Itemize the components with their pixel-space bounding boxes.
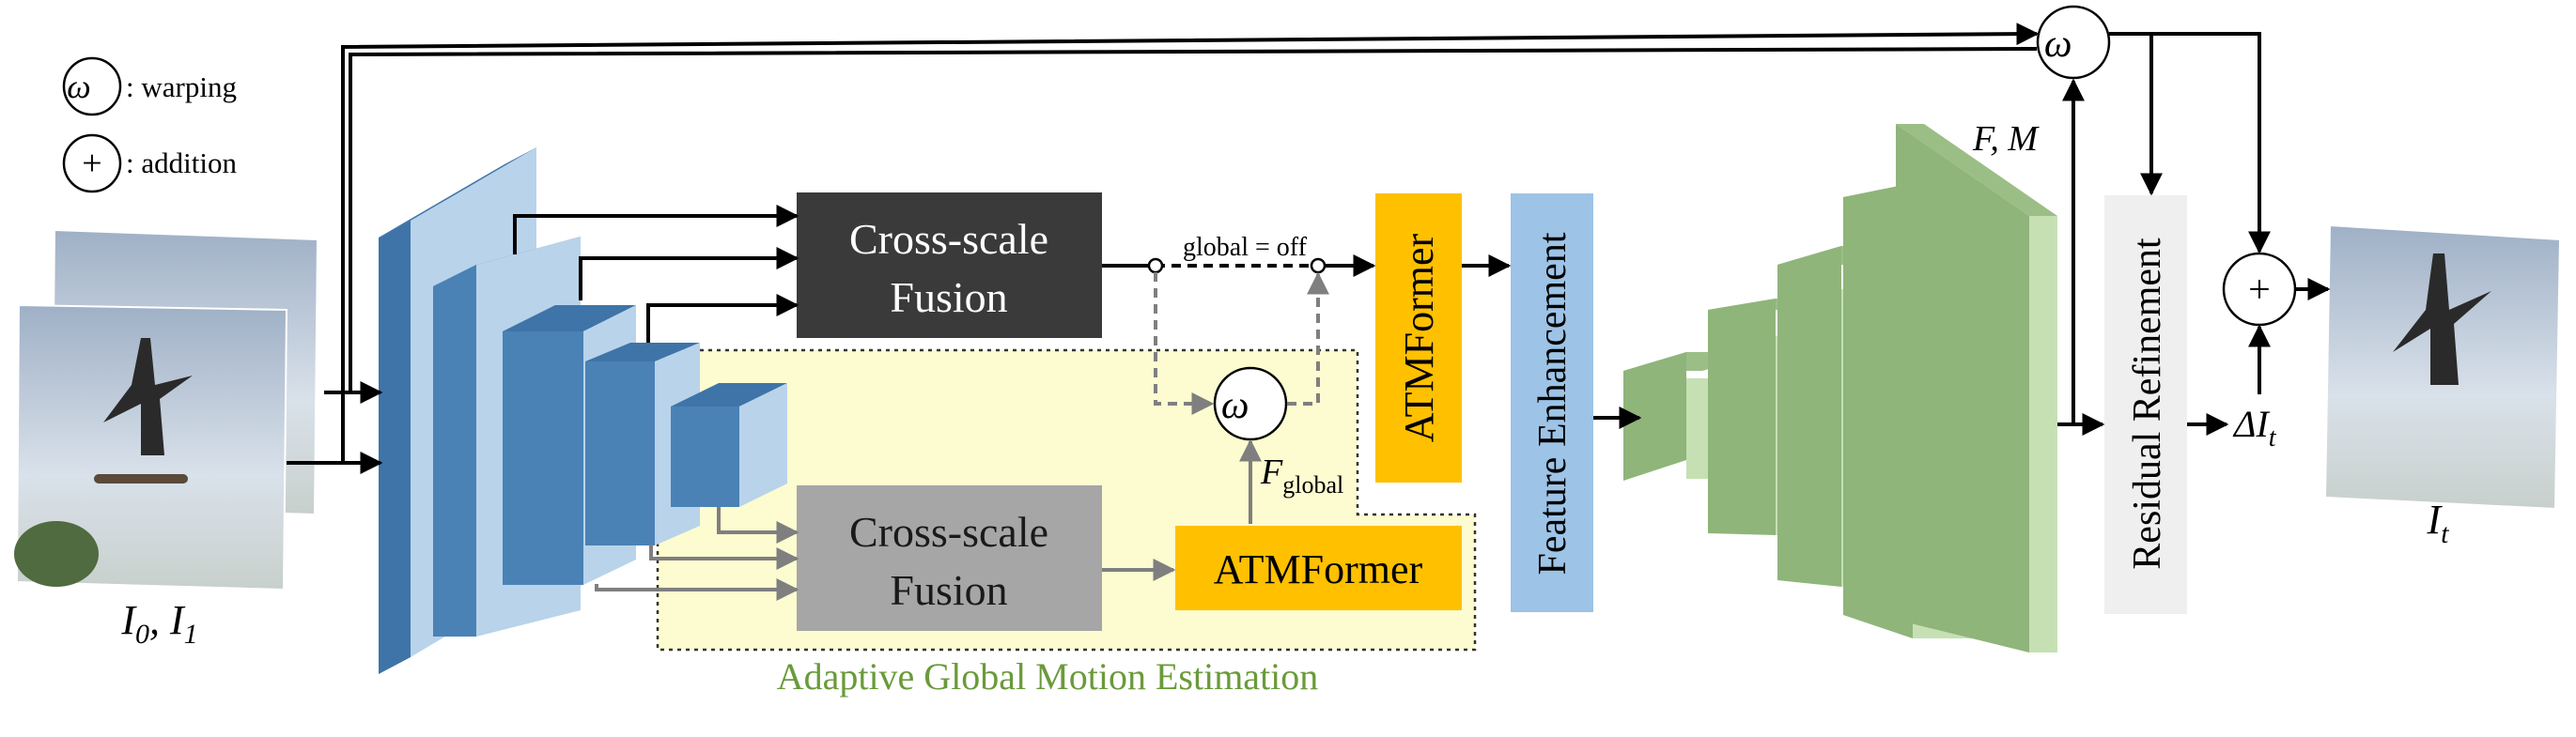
feature-enhancement-label: Feature Enhancement	[1531, 232, 1575, 575]
warp-op-top-symbol: ω⃖	[2044, 23, 2103, 66]
decoder-slab-1-side	[1623, 352, 1686, 481]
switch-node-left	[1147, 257, 1164, 274]
warp-op-global-symbol: ω⃖	[1221, 384, 1280, 427]
skater-figure-icon	[103, 338, 193, 455]
input-frames	[14, 228, 319, 591]
amge-title: Adaptive Global Motion Estimation	[777, 655, 1319, 698]
output-label: It	[2427, 497, 2450, 549]
add-legend-icon	[62, 133, 122, 193]
main-arrows	[287, 23, 2331, 474]
cross-scale-fusion-bottom-line2: Fusion	[890, 566, 1007, 614]
encoder-slab-4-top	[585, 343, 700, 361]
cross-scale-fusion-bottom-line1: Cross-scale	[849, 508, 1048, 556]
legend: ω⃖ : warping + : addition	[62, 56, 237, 193]
encoder-slab-5-front	[671, 407, 739, 507]
f-m-label: F, M	[1972, 119, 2040, 159]
trees-icon	[14, 521, 99, 587]
encoder-slab-1-top	[379, 147, 536, 238]
cross-scale-fusion-top-line1: Cross-scale	[849, 215, 1048, 263]
atmformer-horizontal-label: ATMFormer	[1214, 546, 1423, 592]
residual-refinement-label: Residual Refinement	[2126, 238, 2169, 570]
decoder-slab-5-side	[1896, 124, 2029, 653]
atmformer-vertical-label: ATMFormer	[1396, 233, 1442, 442]
encoder-slab-1-front	[379, 221, 411, 674]
cross-scale-fusion-bottom	[797, 485, 1102, 631]
switch-node-right	[1310, 257, 1327, 274]
f-global-label: Fglobal	[1260, 453, 1343, 499]
skateboard-icon	[94, 474, 188, 484]
feature-enhancement	[1511, 193, 1593, 612]
add-legend-symbol: +	[82, 144, 101, 183]
residual-refinement	[2104, 195, 2187, 614]
atmformer-vertical	[1375, 193, 1462, 483]
decoder-slab-2-side	[1708, 299, 1776, 535]
warp-legend-symbol: ω⃖	[67, 68, 116, 105]
decoder-slab-3-side	[1777, 246, 1841, 587]
add-legend-label: : addition	[126, 146, 237, 179]
encoder-slab-4-front	[585, 361, 655, 545]
amge-arrows	[595, 438, 1262, 601]
encoder-pyramid	[379, 147, 787, 674]
add-op-symbol: +	[2248, 269, 2271, 312]
decoder-slab-5-front	[2029, 216, 2057, 653]
output-skater-icon	[2393, 253, 2491, 385]
delta-i-label: ΔIt	[2232, 403, 2277, 453]
encoder-slab-3-top	[503, 305, 636, 331]
encoder-slab-5-side	[739, 383, 787, 507]
decoder-slab-5-top	[1896, 124, 2057, 216]
global-warp-dashed	[1154, 271, 1329, 415]
global-switch: global = off	[1147, 233, 1327, 274]
input-label: I0, I1	[120, 597, 197, 650]
encoder-slab-5-top	[671, 383, 787, 407]
atmformer-horizontal	[1175, 526, 1462, 610]
decoder-slab-4-side	[1843, 183, 1913, 638]
cross-scale-fusion-top	[797, 192, 1102, 338]
warp-legend-label: : warping	[126, 70, 237, 103]
warp-legend-icon	[62, 56, 122, 116]
decoder-pyramid	[1623, 124, 2057, 653]
global-off-label: global = off	[1183, 233, 1308, 262]
encoder-slab-3-front	[503, 331, 583, 585]
cross-scale-fusion-top-line2: Fusion	[890, 273, 1007, 321]
